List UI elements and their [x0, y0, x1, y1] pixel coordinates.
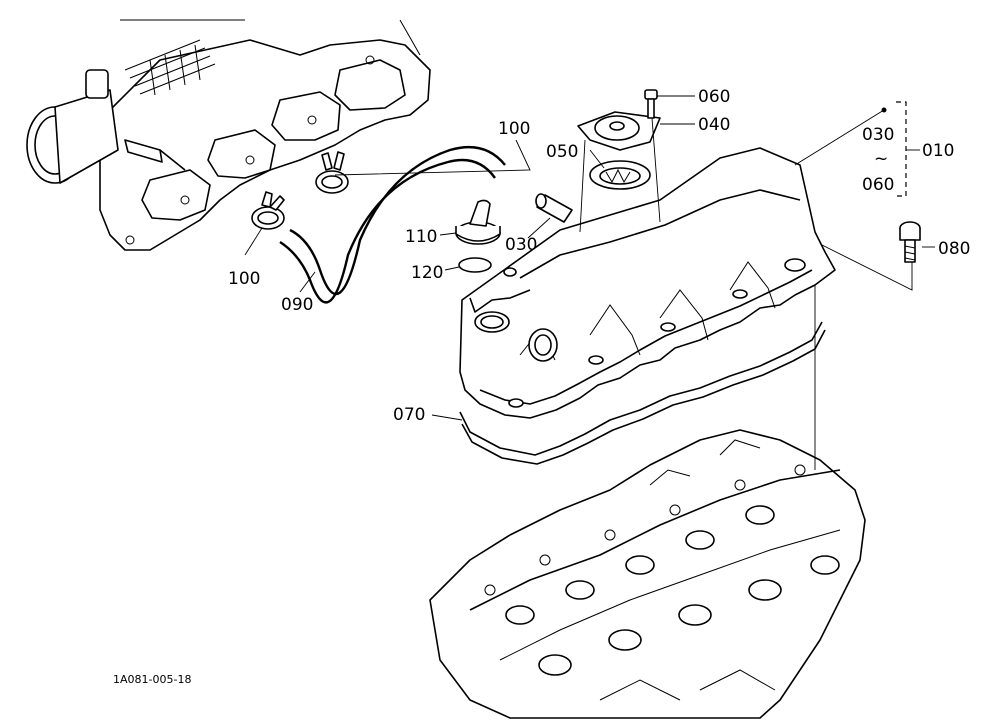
group-bracket-010 — [896, 101, 920, 197]
cylinder-head — [429, 429, 866, 719]
drawing-code: 1A081-005-18 — [113, 673, 191, 686]
hose-clamp-100-top — [315, 151, 349, 194]
label-100-left: 100 — [228, 269, 260, 289]
label-090: 090 — [281, 295, 313, 315]
label-080: 080 — [938, 239, 970, 259]
leader-lines — [244, 95, 935, 470]
oil-filler-cap-110 — [455, 199, 501, 245]
label-050: 050 — [546, 142, 578, 162]
label-100-top: 100 — [498, 119, 530, 139]
hose-clamp-100-left — [251, 191, 285, 230]
label-040: 040 — [698, 115, 730, 135]
breather-hose-090 — [279, 146, 506, 304]
label-010: 010 — [922, 141, 954, 161]
label-120: 120 — [411, 263, 443, 283]
label-060-range: 060 — [862, 175, 894, 195]
label-070: 070 — [393, 405, 425, 425]
label-110: 110 — [405, 227, 437, 247]
cover-gasket-070 — [459, 321, 826, 465]
bolt-080 — [899, 221, 921, 263]
bolt-060 — [644, 89, 658, 119]
label-030: 030 — [505, 235, 537, 255]
manifold — [26, 19, 431, 251]
o-ring-120 — [458, 257, 492, 273]
label-030-range: 030 — [862, 125, 894, 145]
cylinder-head-cover — [459, 147, 836, 419]
label-060: 060 — [698, 87, 730, 107]
pipe-030 — [535, 193, 573, 223]
label-range-tilde: ~ — [874, 149, 888, 169]
breather-element-050 — [589, 160, 651, 190]
breather-cover-040 — [577, 111, 661, 151]
